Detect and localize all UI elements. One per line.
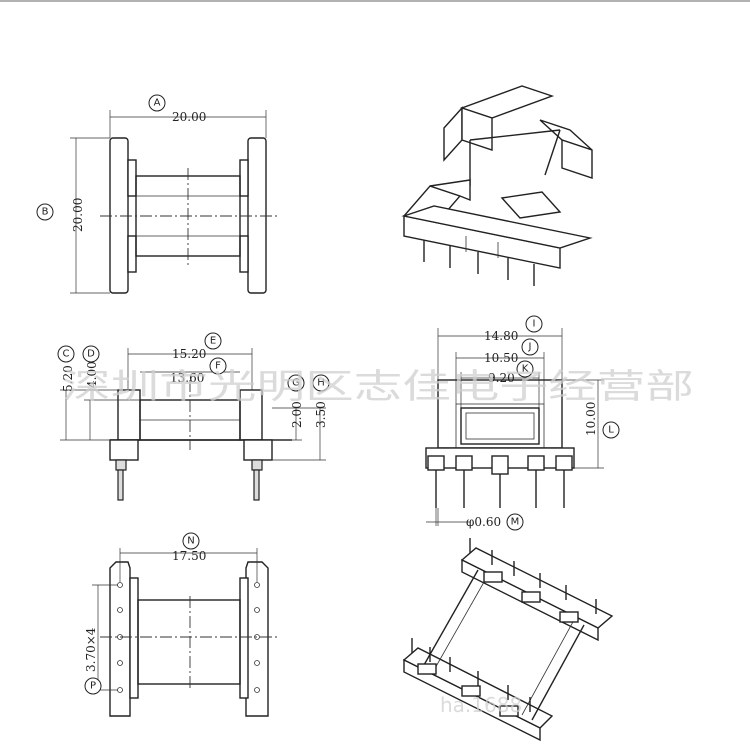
side-window-callout: K [522,364,529,375]
top-width-callout: A [154,98,161,109]
bottom-width-callout: N [187,536,194,547]
front-h1-callout: C [63,349,70,360]
front-h2-callout: D [87,349,95,360]
bottom-width-dim: 17.50 [172,549,206,563]
side-pin-dim: φ0.60 [466,515,501,529]
top-width-dim: 20.00 [172,110,206,124]
front-pin-b-callout: H [317,378,325,389]
front-inner-callout: F [215,361,221,372]
iso-view-bottom [402,538,614,742]
top-height-callout: B [42,207,49,218]
front-h1-dim: 5.20 [61,365,75,392]
front-pin-b-dim: 3.50 [314,401,328,428]
side-total-callout: I [533,319,536,330]
bottom-view: 17.50 N 3.70×4 P [84,532,278,717]
front-view: 15.20 E 13.60 F 5.20 4.00 C D 2.00 3.50 … [57,332,330,501]
iso-view-top [401,85,593,286]
side-mid-callout: J [528,342,532,353]
side-view: 14.80 I 10.50 J 9.20 K 10.00 L φ0.60 M [425,315,620,531]
bottom-pitch-dim: 3.70×4 [84,627,98,672]
side-mid-dim: 10.50 [484,351,518,365]
top-view: 20.00 A 20.00 B [36,94,278,294]
watermark-bottom: ha.1688 [440,693,522,717]
top-height-dim: 20.00 [71,198,85,232]
side-height-dim: 10.00 [584,402,598,436]
front-outer-dim: 15.20 [172,347,206,361]
front-outer-callout: E [210,336,216,347]
watermark: 深圳市光明区志佳电子经营部 [62,367,694,407]
bottom-pitch-callout: P [90,681,96,692]
front-pin-a-dim: 2.00 [290,401,304,428]
side-window-dim: 9.20 [488,371,515,385]
side-total-dim: 14.80 [484,329,518,343]
side-pin-callout: M [511,517,520,528]
front-inner-dim: 13.60 [170,371,204,385]
side-height-callout: L [608,425,614,436]
front-pin-a-callout: G [292,378,300,389]
front-h2-dim: 4.00 [85,361,99,388]
